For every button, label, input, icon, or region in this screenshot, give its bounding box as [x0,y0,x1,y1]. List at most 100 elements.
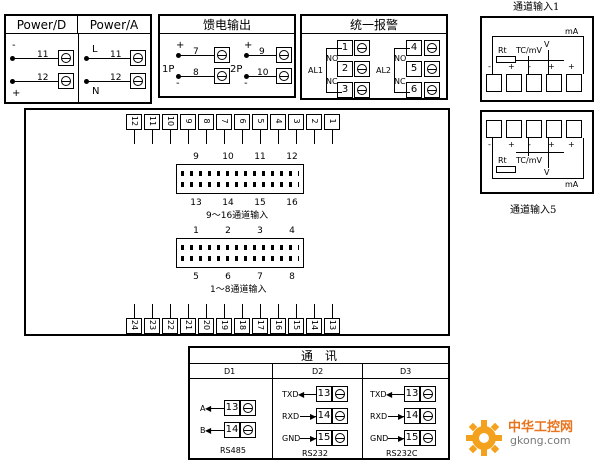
input1-sign-0: - [488,62,491,71]
comm-title: 通 讯 [300,349,337,363]
terminal-icon [420,430,436,446]
input5-tcmv: TC/mV [516,156,542,165]
comm-d3-term-13: 13 [404,386,420,402]
comm-d3-term-14: 14 [404,408,420,424]
bottom-strip-terminal-4: 20 [198,318,214,334]
alarm-term-3: 3 [337,82,353,98]
feed-plus-2: + [244,40,253,51]
power-d-minus-label: - [12,40,16,51]
input1-sign-4: + [568,62,575,71]
comm-d3-txd: TXD [370,390,387,399]
bottom-strip-terminal-leg-9 [296,304,297,318]
terminal-icon [130,73,146,89]
power-a-l-label: L [92,44,98,55]
terminal-icon [354,61,370,77]
power-d-term-11: 11 [37,50,49,60]
bottom-strip-terminal-leg-3 [188,304,189,318]
top-strip-terminal-5: 7 [216,114,232,130]
top-strip-terminal-leg-8 [278,130,279,144]
alarm-term-5: 5 [406,61,422,77]
comm-d2-txd: TXD [282,390,299,399]
feed-term-7: 7 [193,47,199,57]
power-a-title: Power/A [89,18,139,32]
bottom-strip-terminal-0: 24 [126,318,142,334]
bottom-strip-terminal-leg-1 [152,304,153,318]
bottom-strip-terminal-5: 19 [216,318,232,334]
alarm-term-1: 1 [337,40,353,56]
terminal-icon [354,82,370,98]
feed-title: 馈电输出 [202,18,251,32]
comm-d2-proto: RS232 [302,449,328,458]
alarm-no2: NO [394,54,407,63]
watermark-en: gkong.com [510,434,571,447]
bottom-strip-terminal-leg-2 [170,304,171,318]
bottom-strip-terminal-leg-6 [242,304,243,318]
alarm-term-2: 2 [337,61,353,77]
terminal-icon [424,40,440,56]
feed-label-2p: 2P [230,64,243,75]
input1-ma: mA [565,27,579,36]
power-header: Power/D [6,16,78,34]
bottom-strip-terminal-leg-10 [314,304,315,318]
terminal-icon [332,430,348,446]
top-strip-terminal-leg-10 [314,130,315,144]
input1-sign-1: + [508,62,515,71]
comm-d3-title: D3 [400,367,412,376]
top-strip-terminal-11: 1 [324,114,340,130]
comm-d1-term-13: 13 [224,400,240,416]
alarm-header: 统一报警 [302,16,446,34]
top-strip-terminal-leg-4 [206,130,207,144]
alarm-al2: AL2 [376,66,392,75]
terminal-icon [354,40,370,56]
comm-d1-proto: RS485 [220,446,246,455]
feed-label-1p: 1P [162,64,175,75]
power-a-term-12: 12 [110,73,122,83]
terminal-icon [214,47,230,63]
terminal-icon [420,408,436,424]
power-panel: Power/D Power/A - 11 12 + L 11 12 N [4,14,152,104]
input5-caption: 通道输入5 [510,205,557,216]
top-strip-terminal-0: 12 [126,114,142,130]
comm-d2-term-15: 15 [316,430,332,446]
input5-sign-1: + [508,140,515,149]
feed-term-8: 8 [193,68,199,78]
terminal-icon [276,47,292,63]
bottom-strip-terminal-3: 21 [180,318,196,334]
top-strip-terminal-leg-5 [224,130,225,144]
bottom-strip-terminal-6: 18 [234,318,250,334]
lower-connector [176,238,304,268]
upper-caption: 9～16通道输入 [206,211,269,221]
alarm-al1: AL1 [308,66,324,75]
power-d-term-12: 12 [37,73,49,83]
bottom-strip-terminal-11: 13 [324,318,340,334]
top-strip-terminal-leg-0 [134,130,135,144]
lower-top-numbers: 1 2 3 4 [193,226,295,236]
input5-panel: - + - + + Rt TC/mV V mA [480,110,594,194]
feed-term-9: 9 [259,47,265,57]
input1-panel: mA Rt TC/mV V - + - + + [480,16,594,102]
power-a-n-label: N [92,86,100,97]
top-strip-terminal-1: 11 [144,114,160,130]
comm-d3-term-15: 15 [404,430,420,446]
terminal-icon [424,82,440,98]
top-strip-terminal-leg-7 [260,130,261,144]
top-strip-terminal-leg-6 [242,130,243,144]
terminal-icon [424,61,440,77]
upper-bottom-numbers: 13 14 15 16 [190,198,298,208]
top-strip-terminal-2: 10 [162,114,178,130]
comm-header: 通 讯 [190,348,448,364]
bottom-strip-terminal-10: 14 [306,318,322,334]
alarm-term-4: 4 [406,40,422,56]
watermark-logo: 中华工控网 gkong.com [464,410,596,462]
alarm-nc1: NC [326,77,338,86]
comm-d2-title: D2 [312,367,324,376]
terminal-icon [58,73,74,89]
lower-bottom-numbers: 5 6 7 8 [193,272,295,282]
bottom-strip-terminal-8: 16 [270,318,286,334]
bottom-strip-terminal-leg-0 [134,304,135,318]
gear-icon [466,420,502,456]
terminal-icon [276,68,292,84]
top-strip-terminal-leg-3 [188,130,189,144]
comm-d3-rxd: RXD [370,412,388,421]
